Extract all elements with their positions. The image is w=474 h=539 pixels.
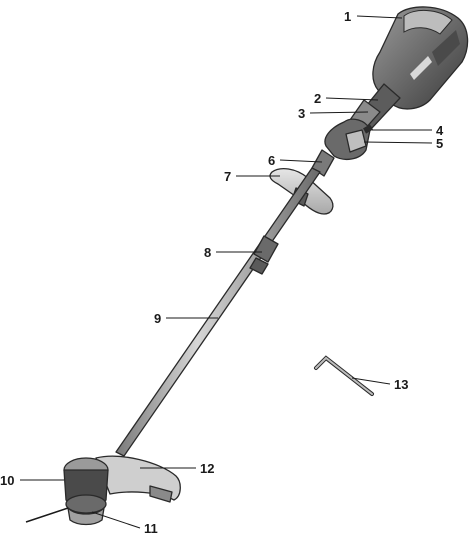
callout-3: 3: [298, 106, 305, 121]
callout-7: 7: [224, 169, 231, 184]
trigger-housing: [324, 118, 373, 161]
callout-12: 12: [200, 461, 214, 476]
hex-key: [314, 355, 374, 396]
callout-11: 11: [144, 521, 158, 536]
callout-labels: 1 2 3 4 5 6 7 8 9 10 11 12 13: [0, 9, 444, 536]
callout-13: 13: [394, 377, 408, 392]
callout-5: 5: [436, 136, 443, 151]
callout-8: 8: [204, 245, 211, 260]
callout-1: 1: [344, 9, 351, 24]
callout-2: 2: [314, 91, 321, 106]
callout-4: 4: [436, 123, 444, 138]
leader-lines: [20, 15, 433, 529]
callout-10: 10: [0, 473, 14, 488]
shaft: [115, 167, 321, 457]
battery-pack: [372, 6, 469, 110]
callout-9: 9: [154, 311, 161, 326]
cutting-head: [25, 455, 181, 526]
callout-6: 6: [268, 153, 275, 168]
